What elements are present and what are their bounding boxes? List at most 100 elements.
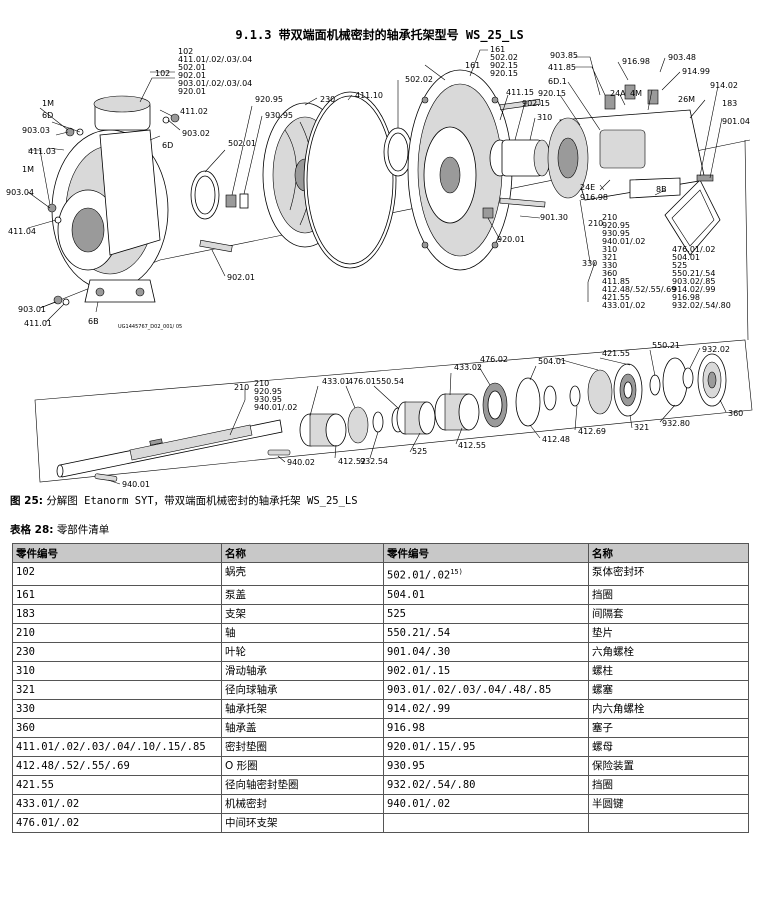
callout-102-list-1: 411.01/.02/.03/.04: [178, 55, 252, 64]
callout-330-list-b-7: 932.02/.54/.80: [672, 301, 731, 310]
table-cell: 螺塞: [588, 679, 749, 700]
table-cell: 泵盖: [221, 584, 384, 605]
table-cell: 525: [383, 603, 589, 624]
table-cell: 六角螺栓: [588, 641, 749, 662]
callout-920-95: 920.95: [255, 95, 283, 104]
table-cell: 中间环支架: [221, 812, 384, 833]
table-cell: 230: [12, 641, 222, 662]
table-cell: 泵体密封环: [588, 562, 749, 586]
cover-stud: [499, 98, 541, 111]
shaft: [56, 419, 283, 478]
table-cell: 901.04/.30: [383, 641, 589, 662]
table-cell: 保险装置: [588, 755, 749, 776]
table-cell: 叶轮: [221, 641, 384, 662]
key-940-02: [267, 449, 291, 456]
bearing-cover: [697, 353, 727, 407]
callout-411-15: 411.15: [506, 88, 534, 97]
table-cell: 902.01/.15: [383, 660, 589, 681]
callout-330-list-a-4: 411.85: [602, 277, 630, 286]
callout-920-15: 920.15: [538, 89, 566, 98]
callout-183: 183: [722, 99, 737, 108]
callout-330-list-b-4: 903.02/.85: [672, 277, 715, 286]
key-940-01: [94, 473, 118, 482]
table-cell: 903.01/.02/.03/.04/.48/.85: [383, 679, 589, 700]
o-ring-412-48: [515, 377, 541, 427]
table-caption: 表格 28: 零部件清单: [10, 522, 109, 537]
callout-330-list-a-7: 433.01/.02: [602, 301, 645, 310]
table-header-row: 零件编号 名称 零件编号 名称: [12, 543, 749, 563]
callout-6D-1: 6D.1: [548, 77, 567, 86]
callout-161: 161: [465, 61, 480, 70]
table-cell: 504.01: [383, 584, 589, 605]
table-cell: 螺母: [588, 736, 749, 757]
table-cell: [588, 812, 749, 833]
table-cell: 502.01/.0215): [383, 562, 589, 586]
callout-6D-b: 6D: [162, 141, 173, 150]
table-cell: 螺柱: [588, 660, 749, 681]
table-cell: 径向轴密封垫圈: [221, 774, 384, 795]
callout-1M-b: 1M: [22, 165, 34, 174]
table-cell: 310: [12, 660, 222, 681]
volute-casing: [51, 95, 169, 303]
callout-24E: 24E: [580, 183, 595, 192]
section-title: 9.1.3 带双端面机械密封的轴承托架型号 WS_25_LS: [235, 28, 524, 42]
drawing-id: UG1445767_D02_001/ 05: [118, 324, 182, 330]
table-cell: 102: [12, 562, 222, 586]
callout-916-98-a: 916.98: [622, 57, 650, 66]
callout-914-02: 914.02: [710, 81, 738, 90]
callout-102-list-3: 902.01: [178, 71, 206, 80]
callout-412-52: 412.52: [338, 457, 366, 466]
callout-433-01: 433.01: [322, 377, 350, 386]
callout-210-group-4: 940.01/.02: [602, 237, 645, 246]
callout-102-list-0: 102: [178, 47, 193, 56]
callout-321: 321: [634, 423, 649, 432]
table-cell: 411.01/.02/.03/.04/.10/.15/.85: [12, 736, 222, 757]
callout-932-02: 932.02: [702, 345, 730, 354]
callout-161-list-3: 920.15: [490, 69, 518, 78]
callout-210-group-2: 920.95: [602, 221, 630, 230]
callout-161-list-2: 902.15: [490, 61, 518, 70]
table-cell: 密封垫圈: [221, 736, 384, 757]
header-part-no-1: 零件编号: [12, 543, 222, 563]
callout-330-list-b-6: 916.98: [672, 293, 700, 302]
table-cell: 930.95: [383, 755, 589, 776]
callout-920-01: 920.01: [497, 235, 525, 244]
callout-210-shaft-list-2: 930.95: [254, 395, 282, 404]
figure-caption-text: 分解图 Etanorm SYT，带双端面机械密封的轴承托架 WS_25_LS: [46, 495, 358, 507]
table-cell: 476.01/.02: [12, 812, 222, 833]
callout-230: 230: [320, 95, 335, 104]
figure-caption: 图 25: 分解图 Etanorm SYT，带双端面机械密封的轴承托架 WS_2…: [10, 493, 358, 508]
callout-330: 330: [582, 259, 597, 268]
table-cell: 321: [12, 679, 222, 700]
callout-4M: 4M: [630, 89, 642, 98]
callout-8B: 8B: [656, 185, 667, 194]
callout-411-10: 411.10: [355, 91, 383, 100]
mechanical-seal-1: [299, 413, 347, 447]
callout-330-list-a-1: 321: [602, 253, 617, 262]
radial-shaft-seal: [587, 369, 613, 415]
table-cell: 轴: [221, 622, 384, 643]
callout-411-85: 411.85: [548, 63, 576, 72]
table-cell: [383, 812, 589, 833]
callout-504-01: 504.01: [538, 357, 566, 366]
casing-cover: [407, 69, 513, 271]
table-cell: 半圆键: [588, 793, 749, 814]
callout-411-03: 411.03: [28, 147, 56, 156]
table-cell: 940.01/.02: [383, 793, 589, 814]
intermediate-ring-476-01: [347, 406, 369, 444]
table-cell: 滑动轴承: [221, 660, 384, 681]
callout-330-list-b-5: 914.02/.99: [672, 285, 715, 294]
callout-903-85: 903.85: [550, 51, 578, 60]
callout-210-shaft-list-1: 920.95: [254, 387, 282, 396]
callout-550-54: 550.54: [376, 377, 404, 386]
table-cell: 轴承盖: [221, 717, 384, 738]
